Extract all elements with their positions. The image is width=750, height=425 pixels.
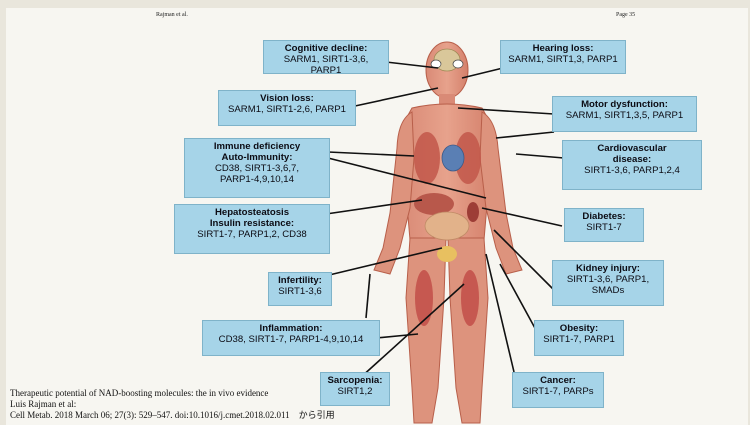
citation-title: Therapeutic potential of NAD-boosting mo… <box>10 388 335 399</box>
human-figure <box>374 42 522 423</box>
citation-block: Therapeutic potential of NAD-boosting mo… <box>10 388 335 421</box>
box-detail: CD38, SIRT1-7, PARP1-4,9,10,14 <box>207 334 375 345</box>
figure-page: Rajman et al. Page 35 <box>6 8 748 425</box>
citation-authors: Luis Rajman et al: <box>10 399 335 410</box>
box-title: Infertility: <box>273 275 327 286</box>
box-title: Vision loss: <box>223 93 351 104</box>
box-detail: SIRT1-7, PARP1 <box>539 334 619 345</box>
box-detail: SARM1, SIRT1-3,6, PARP1 <box>268 54 384 76</box>
box-title: Cancer: <box>517 375 599 386</box>
box-hearing-loss: Hearing loss: SARM1, SIRT1,3, PARP1 <box>500 40 626 74</box>
box-detail: SIRT1-7 <box>569 222 639 233</box>
kidney-icon <box>467 202 479 222</box>
box-cognitive-decline: Cognitive decline: SARM1, SIRT1-3,6, PAR… <box>263 40 389 74</box>
box-title: Cognitive decline: <box>268 43 384 54</box>
box-detail: SIRT1-3,6 <box>273 286 327 297</box>
box-immune-deficiency: Immune deficiency Auto-Immunity: CD38, S… <box>184 138 330 198</box>
box-detail: SARM1, SIRT1-2,6, PARP1 <box>223 104 351 115</box>
heart-icon <box>442 145 464 171</box>
box-obesity: Obesity: SIRT1-7, PARP1 <box>534 320 624 356</box>
box-diabetes: Diabetes: SIRT1-7 <box>564 208 644 242</box>
box-detail: SARM1, SIRT1,3,5, PARP1 <box>557 110 692 121</box>
box-title: Motor dysfunction: <box>557 99 692 110</box>
box-cardiovascular-disease: Cardiovascular disease: SIRT1-3,6, PARP1… <box>562 140 702 190</box>
box-detail: SIRT1-3,6, PARP1,2,4 <box>567 165 697 176</box>
lung-icon <box>414 132 440 184</box>
box-vision-loss: Vision loss: SARM1, SIRT1-2,6, PARP1 <box>218 90 356 126</box>
box-motor-dysfunction: Motor dysfunction: SARM1, SIRT1,3,5, PAR… <box>552 96 697 132</box>
intestine-icon <box>425 212 469 240</box>
citation-reference: Cell Metab. 2018 March 06; 27(3): 529–54… <box>10 410 335 421</box>
box-title: Kidney injury: <box>557 263 659 274</box>
box-detail: PARP1-4,9,10,14 <box>189 174 325 185</box>
box-detail: SIRT1-3,6, PARP1, <box>557 274 659 285</box>
box-title: Hearing loss: <box>505 43 621 54</box>
box-title: Cardiovascular disease: <box>567 143 697 165</box>
box-detail: SARM1, SIRT1,3, PARP1 <box>505 54 621 65</box>
box-title: Diabetes: <box>569 211 639 222</box>
box-title: Immune deficiency Auto-Immunity: <box>189 141 325 163</box>
box-detail: CD38, SIRT1-3,6,7, <box>189 163 325 174</box>
box-infertility: Infertility: SIRT1-3,6 <box>268 272 332 306</box>
box-detail: SIRT1-7, PARPs <box>517 386 599 397</box>
box-hepatosteatosis: Hepatosteatosis Insulin resistance: SIRT… <box>174 204 330 254</box>
box-cancer: Cancer: SIRT1-7, PARPs <box>512 372 604 408</box>
box-title: Hepatosteatosis Insulin resistance: <box>179 207 325 229</box>
box-inflammation: Inflammation: CD38, SIRT1-7, PARP1-4,9,1… <box>202 320 380 356</box>
box-detail: SIRT1-7, PARP1,2, CD38 <box>179 229 325 240</box>
box-title: Inflammation: <box>207 323 375 334</box>
box-detail: SMADs <box>557 285 659 296</box>
box-title: Sarcopenia: <box>325 375 385 386</box>
box-title: Obesity: <box>539 323 619 334</box>
box-kidney-injury: Kidney injury: SIRT1-3,6, PARP1, SMADs <box>552 260 664 306</box>
